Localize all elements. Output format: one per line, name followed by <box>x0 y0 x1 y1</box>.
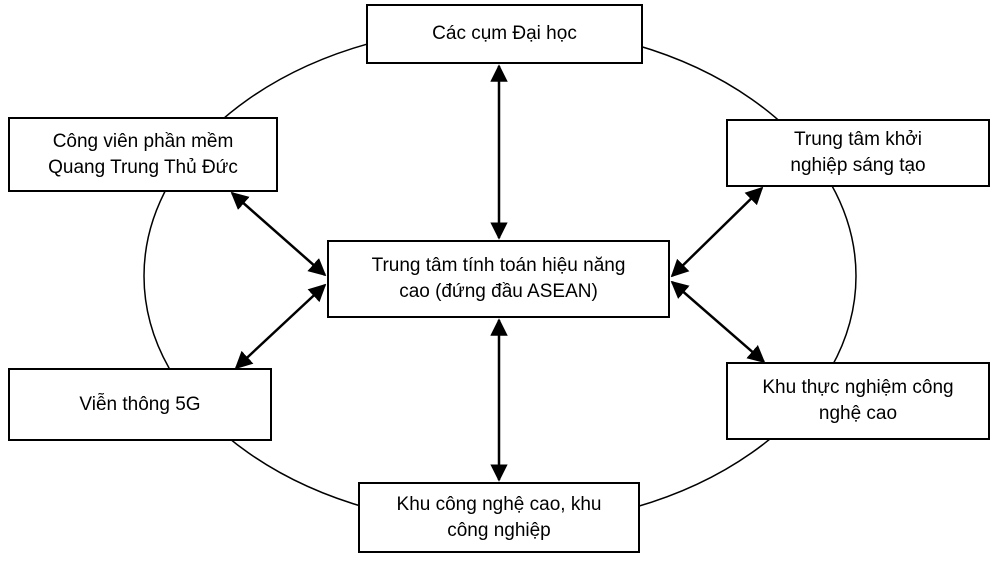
node-software-park: Công viên phần mềm Quang Trung Thủ Đức <box>8 117 278 192</box>
arrow-center-br <box>670 280 766 364</box>
arrow-center-tr <box>670 186 764 278</box>
node-label: Trung tâm tính toán hiệu năng cao (đứng … <box>371 255 626 302</box>
node-hpc-center: Trung tâm tính toán hiệu năng cao (đứng … <box>327 240 670 318</box>
node-hightech-testbed: Khu thực nghiệm công nghệ cao <box>726 362 990 440</box>
node-label: Khu công nghệ cao, khu công nghiệp <box>396 493 602 541</box>
arrow-center-bl <box>234 283 327 370</box>
arrow-center-tl <box>230 191 327 277</box>
node-label: Trung tâm khởi nghiệp sáng tạo <box>790 129 926 176</box>
node-hightech-industrial-zone: Khu công nghệ cao, khu công nghiệp <box>358 482 640 553</box>
node-label: Công viên phần mềm Quang Trung Thủ Đức <box>48 130 238 178</box>
node-innovation-startup-center: Trung tâm khởi nghiệp sáng tạo <box>726 119 990 187</box>
node-university-clusters: Các cụm Đại học <box>366 4 643 64</box>
node-label: Viễn thông 5G <box>79 393 201 415</box>
node-label: Các cụm Đại học <box>432 23 577 45</box>
node-5g-telecom: Viễn thông 5G <box>8 368 272 441</box>
node-label: Khu thực nghiệm công nghệ cao <box>762 377 954 424</box>
